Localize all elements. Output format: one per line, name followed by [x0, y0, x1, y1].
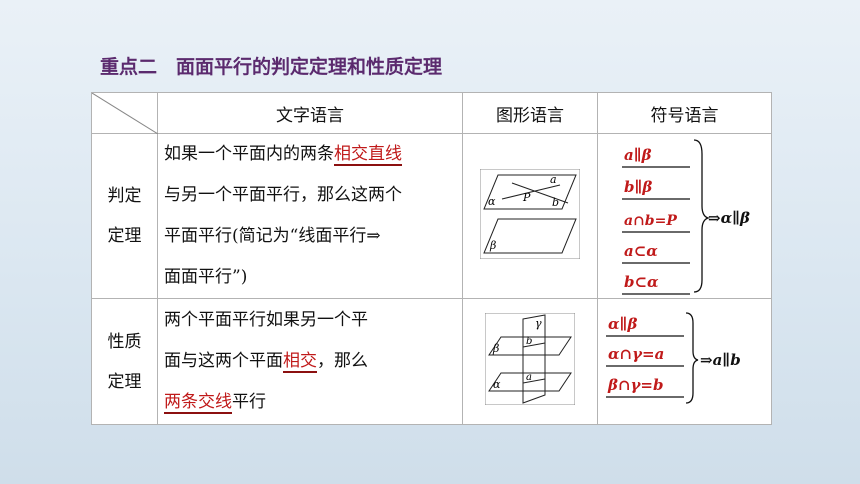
- line-a-label: a: [526, 372, 532, 383]
- theorem-table: 文字语言 图形语言 符号语言 判定 定理 如果一个平面内的两条相交直线 与另一个…: [91, 92, 772, 425]
- point-p-label: P: [522, 191, 531, 204]
- property-symbols: α∥β α∩γ=a β∩γ=b ⇒a∥b: [597, 298, 772, 425]
- header-row: 文字语言 图形语言 符号语言: [91, 92, 772, 134]
- header-figure-language: 图形语言: [462, 92, 598, 134]
- text-line: 面面平行”): [164, 267, 248, 287]
- criterion-figure: α a b P β: [462, 133, 598, 299]
- emphasis-text: 相交: [283, 351, 317, 373]
- row-label-line: 定理: [107, 371, 142, 392]
- criterion-symbols: a∥β b∥β a∩b=P a⊂α b⊂α ⇒α∥β: [597, 133, 772, 299]
- property-symbol-block: α∥β α∩γ=a β∩γ=b ⇒a∥b: [606, 312, 741, 404]
- row-label-line: 判定: [107, 186, 142, 206]
- symbol-line: β∩γ=b: [607, 376, 664, 394]
- header-text-language: 文字语言: [157, 92, 463, 134]
- line-b-label: b: [552, 196, 559, 209]
- criterion-text: 如果一个平面内的两条相交直线 与另一个平面平行，那么这两个 平面平行(简记为“线…: [157, 133, 463, 299]
- emphasis-text: 相交直线: [334, 144, 402, 166]
- text-line: 两个平面平行如果另一个平: [164, 310, 368, 330]
- alpha-label: α: [488, 195, 496, 208]
- text-line: 两条交线平行: [164, 392, 266, 414]
- symbol-line: b∥β: [624, 178, 652, 196]
- property-text: 两个平面平行如果另一个平 面与这两个平面相交，那么 两条交线平行: [157, 298, 463, 425]
- row-label-criterion: 判定 定理: [91, 133, 158, 299]
- text-line: 与另一个平面平行，那么这两个: [164, 185, 402, 205]
- criterion-conclusion: ⇒α∥β: [708, 209, 750, 227]
- page-title: 重点二 面面平行的判定定理和性质定理: [100, 56, 443, 78]
- emphasis-text: 两条交线: [164, 392, 232, 414]
- alpha-label: α: [493, 378, 501, 391]
- criterion-symbol-block: a∥β b∥β a∩b=P a⊂α b⊂α ⇒α∥β: [622, 139, 750, 295]
- property-conclusion: ⇒a∥b: [700, 351, 741, 369]
- beta-label: β: [492, 342, 499, 355]
- diagonal-line: [92, 93, 158, 134]
- beta-label: β: [489, 239, 496, 252]
- line-a-label: a: [550, 173, 557, 186]
- property-figure: β b γ α a: [462, 298, 598, 425]
- symbol-line: a∩b=P: [624, 213, 677, 229]
- row-label-line: 性质: [107, 331, 142, 352]
- row-property: 性质 定理 两个平面平行如果另一个平 面与这两个平面相交，那么 两条交线平行 β…: [91, 298, 772, 425]
- row-label-property: 性质 定理: [91, 298, 158, 425]
- row-label-line: 定理: [107, 226, 142, 246]
- text-line: 面与这两个平面相交，那么: [164, 351, 368, 373]
- diagonal-corner-cell: [91, 92, 158, 134]
- text-line: 如果一个平面内的两条相交直线: [164, 144, 402, 166]
- symbol-line: a∥β: [624, 146, 652, 164]
- symbol-line: α∥β: [608, 315, 637, 333]
- header-symbol-language: 符号语言: [597, 92, 772, 134]
- two-parallel-planes-cut-figure: β b γ α a: [484, 312, 576, 406]
- brace: [685, 312, 699, 404]
- symbol-line: a⊂α: [624, 242, 658, 260]
- gamma-label: γ: [535, 317, 542, 330]
- symbol-line: α∩γ=a: [608, 345, 664, 363]
- brace: [693, 139, 711, 293]
- row-criterion: 判定 定理 如果一个平面内的两条相交直线 与另一个平面平行，那么这两个 平面平行…: [91, 133, 772, 299]
- text-line: 平面平行(简记为“线面平行⇒: [164, 226, 381, 246]
- two-planes-intersecting-lines-figure: α a b P β: [479, 168, 581, 259]
- line-b-label: b: [526, 336, 532, 347]
- symbol-line: b⊂α: [624, 273, 659, 291]
